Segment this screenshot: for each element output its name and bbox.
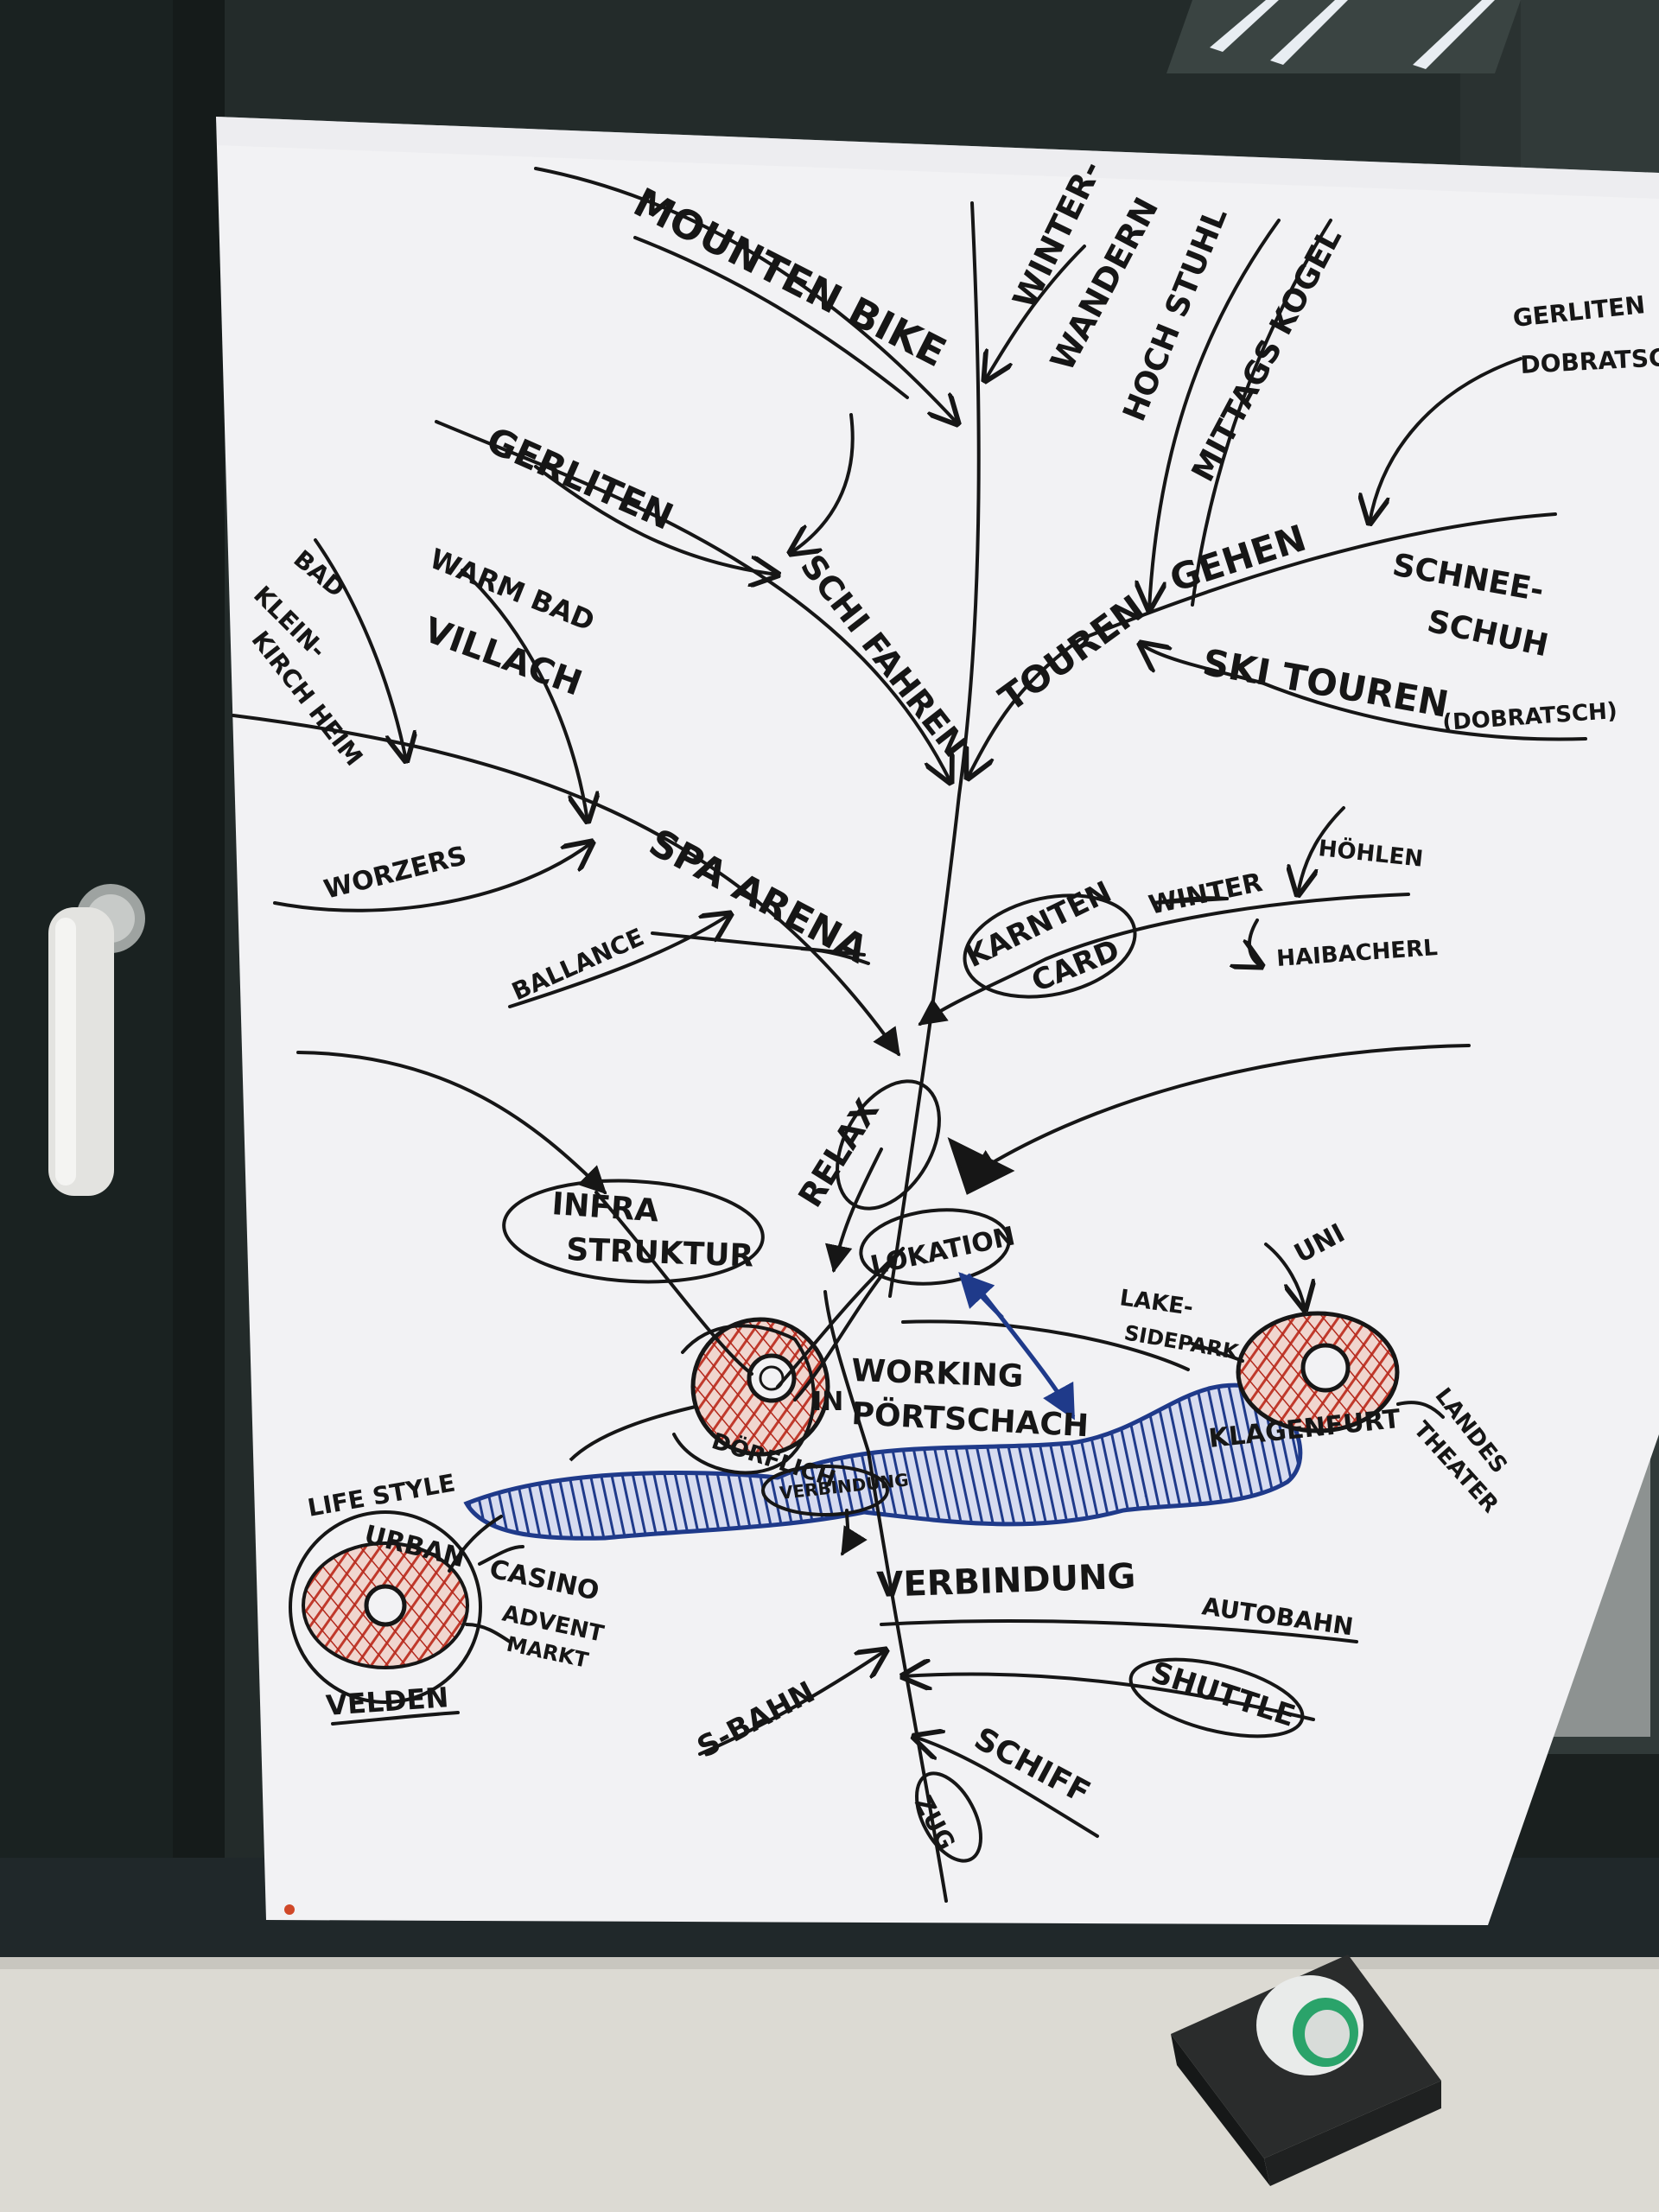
label-verbindung: VERBINDUNG	[876, 1557, 1136, 1605]
mindmap-lines	[232, 167, 1587, 1903]
velden-target	[289, 1510, 482, 1704]
klagenfurt-target	[1236, 1311, 1400, 1433]
label-infra: INFRA	[550, 1186, 659, 1230]
tape-dispenser-icon	[1171, 1955, 1441, 2186]
label-struktur: STRUKTUR	[566, 1232, 754, 1274]
blue-arrow	[958, 1272, 1076, 1421]
label-working: WORKING	[851, 1353, 1024, 1395]
red-dot	[284, 1904, 295, 1915]
portschach-target	[569, 1317, 830, 1462]
label-in: IN	[812, 1387, 843, 1417]
door-handle-icon	[48, 884, 145, 1196]
